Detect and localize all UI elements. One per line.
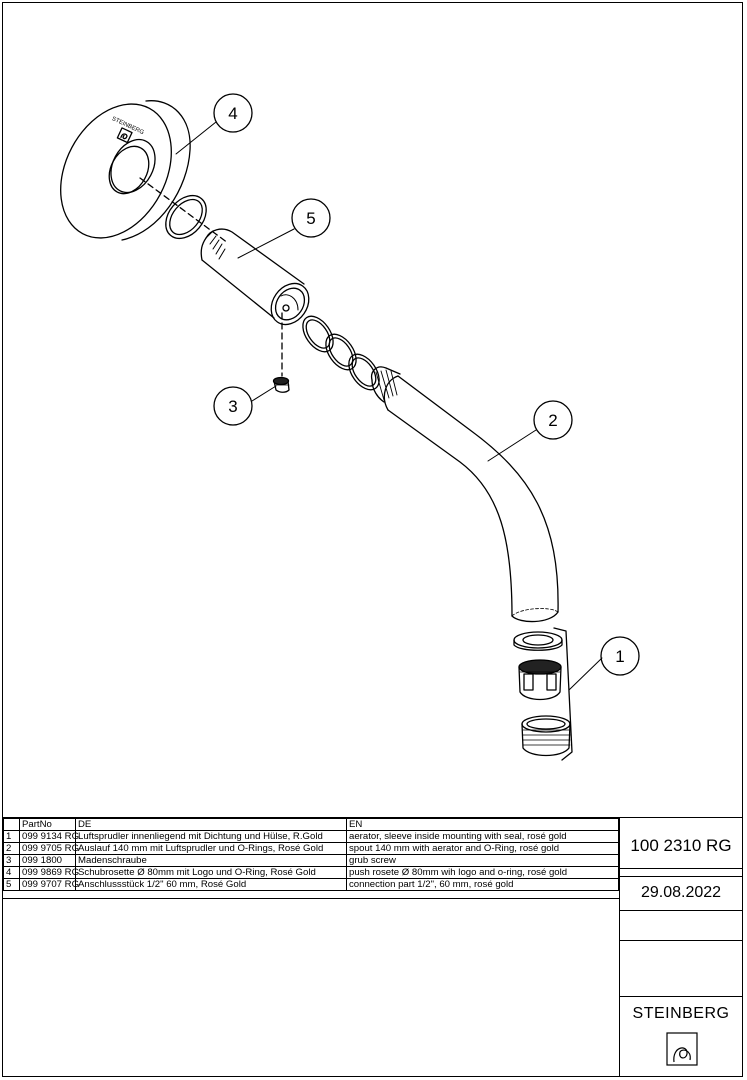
callout-3-label: 3: [228, 397, 237, 416]
table-cell: 5: [3, 878, 20, 891]
table-cell: grub screw: [346, 854, 619, 867]
table-cell: 099 9869 RG: [19, 866, 79, 879]
callout-4-label: 4: [228, 104, 237, 123]
table-cell: 1: [3, 830, 20, 843]
table-cell: aerator, sleeve inside mounting with sea…: [346, 830, 619, 843]
part-spout: [370, 366, 559, 623]
table-cell: Madenschraube: [75, 854, 347, 867]
title-block-divider: [619, 910, 743, 911]
part-grub-screw: [272, 376, 290, 393]
leader-lines: [175, 121, 603, 691]
article-number: 100 2310 RG: [630, 836, 732, 855]
table-cell: push rosete Ø 80mm wih logo and o-ring, …: [346, 866, 619, 879]
table-cell: 4: [3, 866, 20, 879]
drawing-date: 29.08.2022: [640, 884, 722, 901]
title-block-divider: [619, 940, 743, 941]
parts-table: PartNo DE EN 1 099 9134 RG Luftsprudler …: [3, 818, 619, 891]
part-rosette: STEINBERG: [60, 100, 191, 241]
table-row: 4 099 9869 RG Schubrosette Ø 80mm mit Lo…: [3, 866, 619, 879]
callout-1-label: 1: [615, 647, 624, 666]
table-cell: spout 140 mm with aerator and O-Ring, ro…: [346, 842, 619, 855]
table-row: 3 099 1800 Madenschraube grub screw: [3, 854, 619, 867]
table-header-row: PartNo DE EN: [3, 818, 619, 831]
part-aerator: [513, 627, 573, 761]
table-cell: 3: [3, 854, 20, 867]
title-block-divider: [619, 876, 743, 877]
part-o-ring-rosette: [165, 194, 207, 240]
rosette-logo: STEINBERG: [111, 116, 145, 144]
table-cell: connection part 1/2", 60 mm, rosé gold: [346, 878, 619, 891]
table-top-border: [2, 817, 743, 818]
callout-balloons: 1 2 3 4 5: [213, 93, 640, 676]
title-block-divider: [619, 868, 743, 869]
table-cell: 099 9707 RG: [19, 878, 79, 891]
brand-name: STEINBERG: [632, 1005, 730, 1022]
table-row: 2 099 9705 RG Auslauf 140 mm mit Luftspr…: [3, 842, 619, 855]
header-cell: [3, 818, 20, 831]
header-cell: EN: [346, 818, 619, 831]
callout-4: 4: [213, 93, 253, 133]
brand-logo-icon: [666, 1032, 698, 1066]
table-cell: 099 9705 RG: [19, 842, 79, 855]
header-cell: DE: [75, 818, 347, 831]
exploded-view-drawing: STEINBERG: [60, 93, 640, 761]
part-connection-piece: [200, 228, 310, 326]
table-cell: 099 9134 RG: [19, 830, 79, 843]
callout-2-label: 2: [548, 411, 557, 430]
table-cell: 2: [3, 842, 20, 855]
title-block-divider: [619, 996, 743, 997]
table-cell: 099 1800: [19, 854, 76, 867]
assembly-axis-line: [139, 177, 229, 244]
callout-5: 5: [291, 198, 331, 238]
table-cell: Schubrosette Ø 80mm mit Logo und O-Ring,…: [75, 866, 347, 879]
table-row: 1 099 9134 RG Luftsprudler innenliegend …: [3, 830, 619, 843]
table-cell: Anschlussstück 1/2" 60 mm, Rosé Gold: [75, 878, 347, 891]
rosette-logo-text: STEINBERG: [111, 116, 145, 136]
table-row: 5 099 9707 RG Anschlussstück 1/2" 60 mm,…: [3, 878, 619, 891]
callout-5-label: 5: [306, 209, 315, 228]
title-block: [619, 817, 743, 1077]
table-bottom-border: [2, 898, 619, 899]
callout-1: 1: [600, 636, 640, 676]
header-cell: PartNo: [19, 818, 76, 831]
callout-3: 3: [213, 386, 253, 426]
callout-2: 2: [533, 400, 573, 440]
table-cell: Luftsprudler innenliegend mit Dichtung u…: [75, 830, 347, 843]
table-cell: Auslauf 140 mm mit Luftsprudler und O-Ri…: [75, 842, 347, 855]
